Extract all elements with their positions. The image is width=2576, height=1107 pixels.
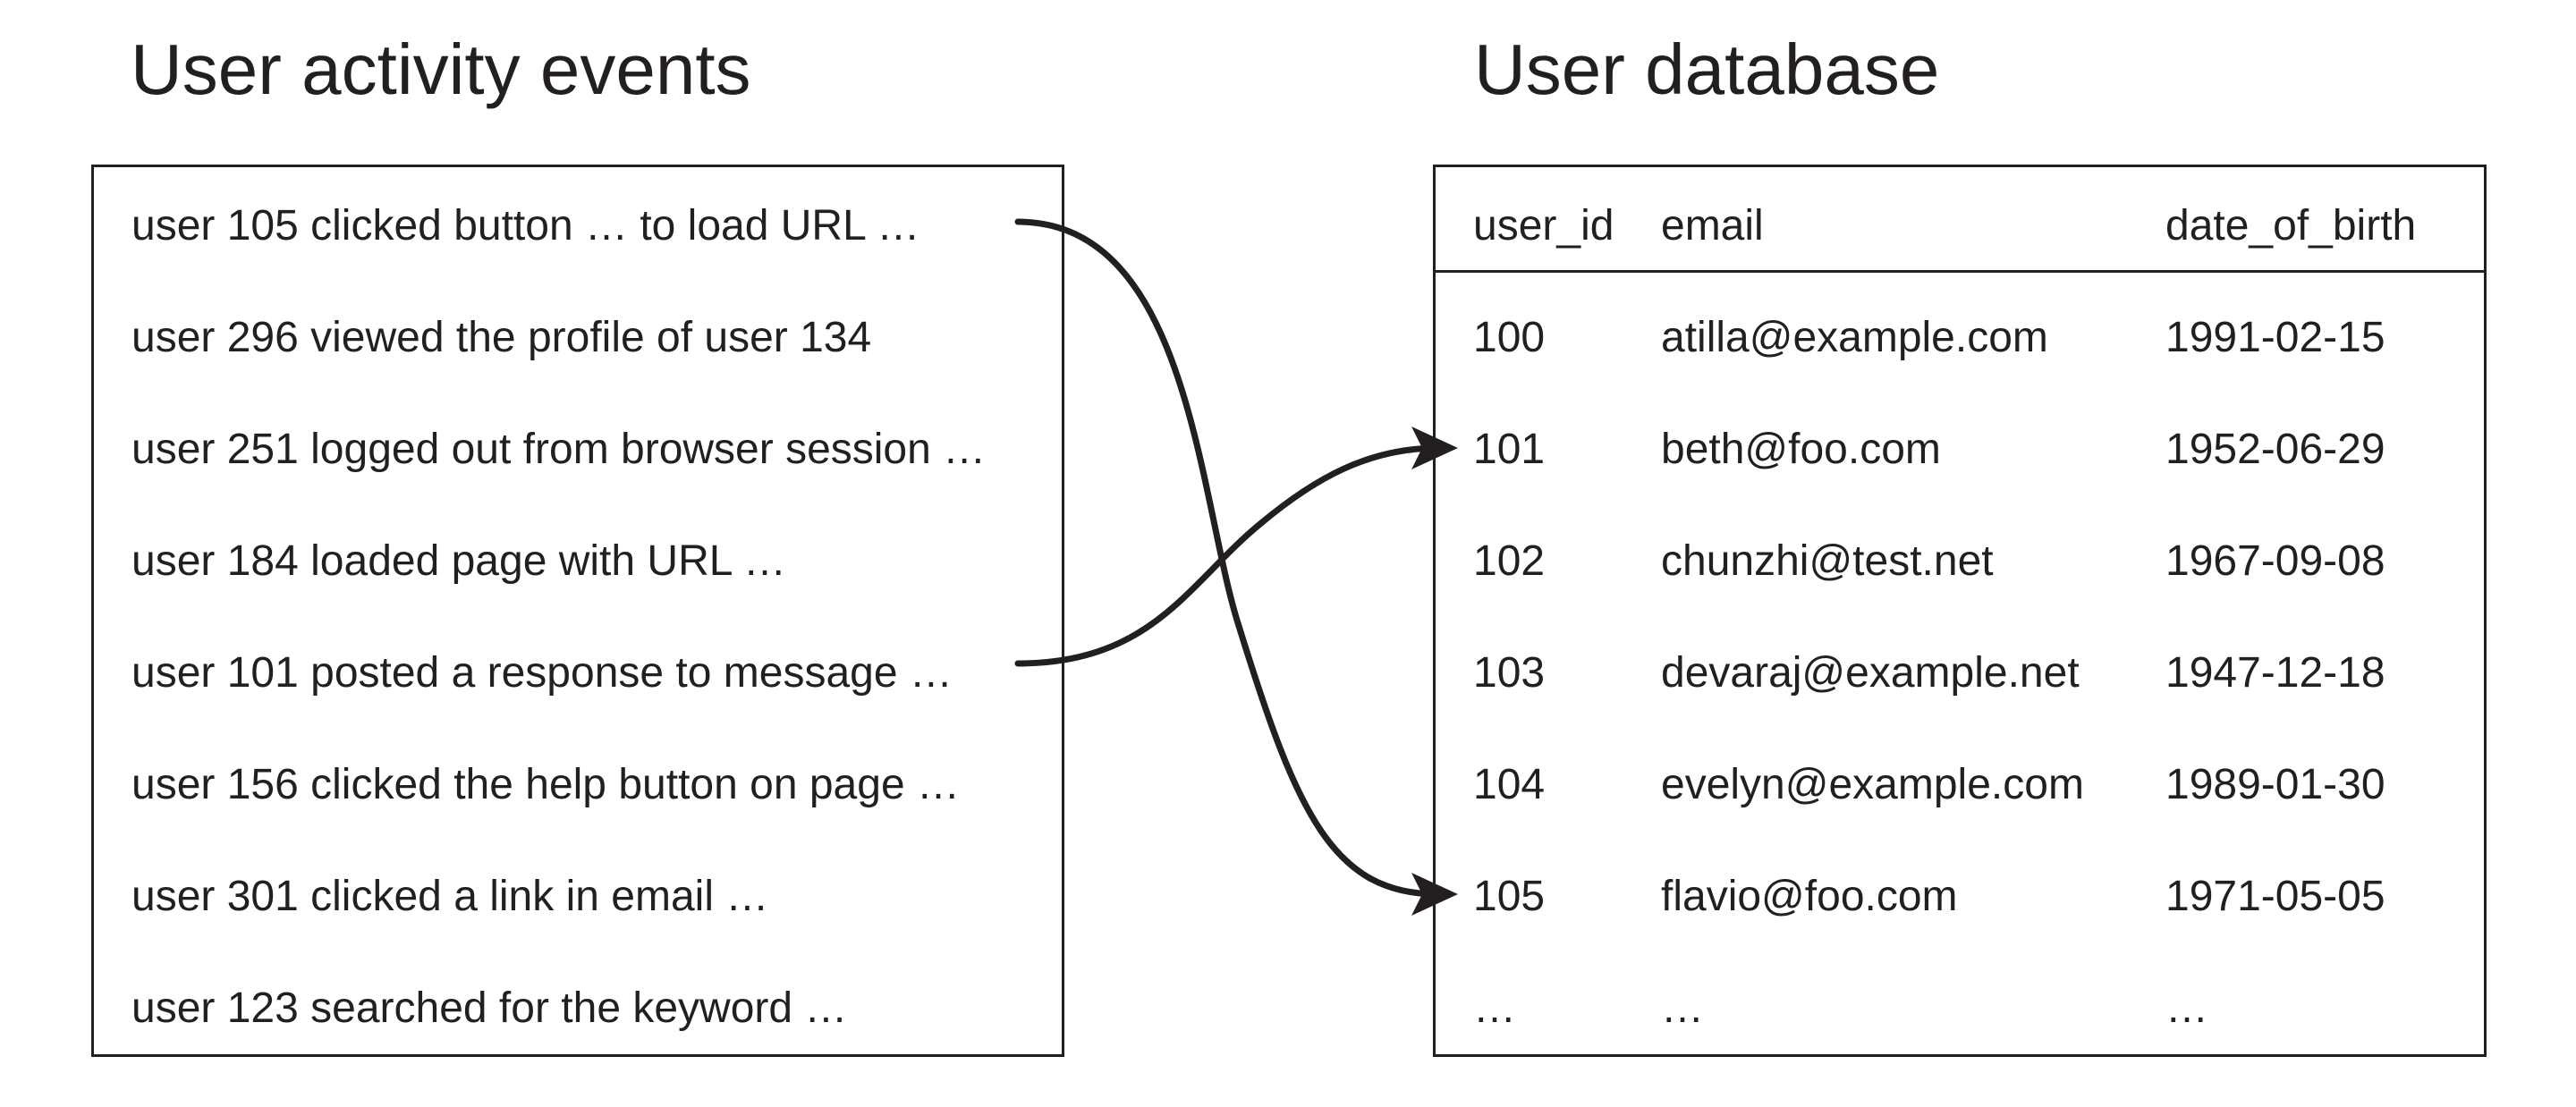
cell-user-id: 101	[1473, 426, 1546, 473]
cell-date-of-birth: 1967-09-08	[2165, 537, 2385, 585]
cell-email: beth@foo.com	[1661, 426, 1941, 473]
cell-user-id: 103	[1473, 649, 1546, 697]
cell-user-id: 100	[1473, 314, 1546, 361]
cell-user-id: 105	[1473, 873, 1546, 920]
column-header-user-id: user_id	[1473, 202, 1614, 249]
column-header-date-of-birth: date_of_birth	[2165, 202, 2417, 249]
link-arrow-user-105	[1014, 218, 1442, 898]
cell-email: chunzhi@test.net	[1661, 537, 1994, 585]
cell-date-of-birth: 1991-02-15	[2165, 314, 2385, 361]
user-database-table: user_id email date_of_birth 100 atilla@e…	[1433, 165, 2487, 1057]
event-item: user 156 clicked the help button on page…	[131, 761, 960, 808]
event-item: user 101 posted a response to message …	[131, 649, 953, 697]
cell-user-id: 104	[1473, 761, 1546, 808]
link-arrow-user-101	[1014, 444, 1442, 667]
event-item: user 301 clicked a link in email …	[131, 873, 769, 920]
event-item: user 184 loaded page with URL …	[131, 537, 786, 585]
cell-email: flavio@foo.com	[1661, 873, 1958, 920]
event-item: user 105 clicked button … to load URL …	[131, 202, 920, 249]
event-item: user 123 searched for the keyword …	[131, 984, 848, 1032]
event-item: user 296 viewed the profile of user 134	[131, 314, 872, 361]
event-item: user 251 logged out from browser session…	[131, 426, 987, 473]
cell-email: …	[1661, 984, 1704, 1032]
cell-date-of-birth: 1989-01-30	[2165, 761, 2385, 808]
cell-date-of-birth: 1947-12-18	[2165, 649, 2385, 697]
header-divider	[1436, 270, 2484, 273]
column-header-email: email	[1661, 202, 1764, 249]
cell-email: evelyn@example.com	[1661, 761, 2084, 808]
cell-user-id: …	[1473, 984, 1516, 1032]
cell-user-id: 102	[1473, 537, 1546, 585]
cell-email: devaraj@example.net	[1661, 649, 2080, 697]
cell-date-of-birth: 1952-06-29	[2165, 426, 2385, 473]
events-panel-title: User activity events	[131, 30, 751, 109]
cell-date-of-birth: …	[2165, 984, 2208, 1032]
database-panel-title: User database	[1474, 30, 1940, 109]
cell-email: atilla@example.com	[1661, 314, 2048, 361]
cell-date-of-birth: 1971-05-05	[2165, 873, 2385, 920]
events-panel: user 105 clicked button … to load URL … …	[91, 165, 1064, 1057]
